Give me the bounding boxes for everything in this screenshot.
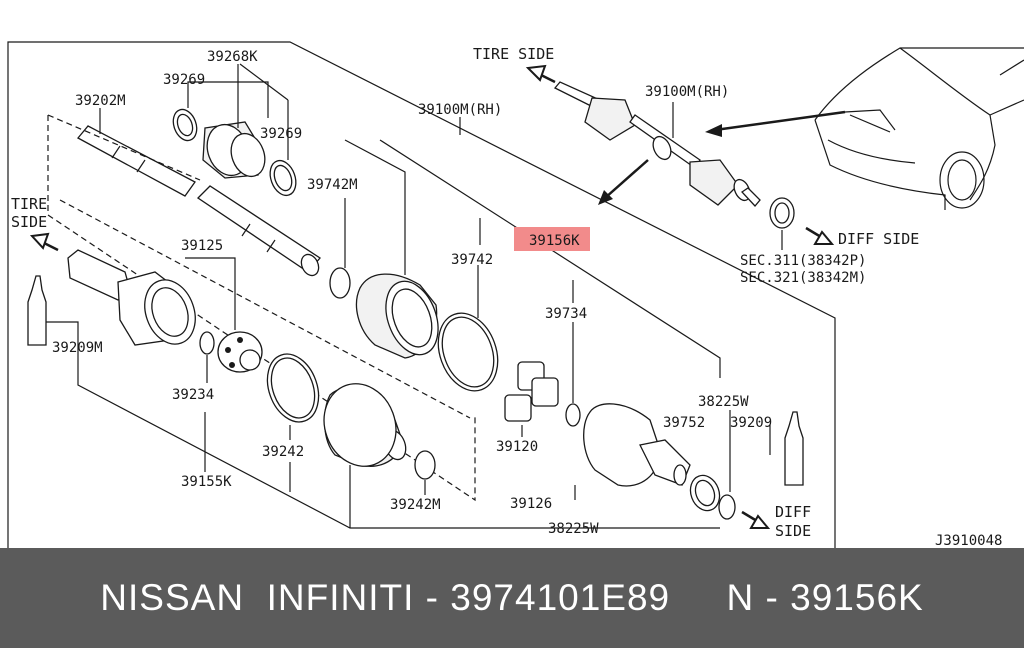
label-39126: 39126 <box>510 496 552 512</box>
label-39209: 39209 <box>730 415 772 431</box>
label-39242m: 39242M <box>390 497 441 513</box>
label-39209m: 39209M <box>52 340 103 356</box>
label-39734: 39734 <box>545 306 587 322</box>
tire-side-left-label-1: TIRE <box>11 195 47 213</box>
label-39234: 39234 <box>172 387 214 403</box>
drawing-code: J3910048 <box>935 533 1002 548</box>
shaft-39202m[interactable] <box>76 125 322 278</box>
diff-side-bottom-label-1: DIFF <box>775 503 811 521</box>
snap-ring-39734[interactable] <box>565 403 581 427</box>
boot-kit-39268k[interactable] <box>169 106 300 199</box>
diff-side-right-arrow-icon <box>805 226 835 245</box>
outer-joint-39155k[interactable] <box>67 249 204 351</box>
diff-seal[interactable] <box>769 197 795 229</box>
diff-side-right-label: DIFF SIDE <box>838 230 919 248</box>
label-39269-a: 39269 <box>163 72 205 88</box>
drive-shaft-assembly[interactable] <box>553 81 761 207</box>
label-39269-b: 39269 <box>260 126 302 142</box>
tire-side-top-label: TIRE SIDE <box>473 45 554 63</box>
tripod-39120[interactable] <box>504 361 559 422</box>
boot-lower[interactable] <box>313 374 410 477</box>
down-arrow-icon <box>598 159 649 205</box>
part-number-banner: NISSAN INFINITI - 3974101E89 N - 39156K <box>0 548 1024 648</box>
label-39120: 39120 <box>496 439 538 455</box>
label-38225w-b: 38225W <box>548 521 599 537</box>
clamp-39742m[interactable] <box>329 267 351 299</box>
boot-inner[interactable] <box>355 273 447 362</box>
grease-tube-39209[interactable] <box>784 411 804 486</box>
label-39268k: 39268K <box>207 49 258 65</box>
label-sec311: SEC.311(38342P) <box>740 253 866 269</box>
label-39742: 39742 <box>451 252 493 268</box>
label-39100m-rh-top: 39100M(RH) <box>645 84 729 100</box>
pointer-arrow-icon <box>705 110 846 137</box>
label-39752: 39752 <box>663 415 705 431</box>
clamp-39242m[interactable] <box>414 450 436 480</box>
label-38225w-a: 38225W <box>698 394 749 410</box>
label-39202m: 39202M <box>75 93 126 109</box>
tire-side-top-arrow-icon <box>525 64 556 84</box>
label-39156k: 39156K <box>529 233 580 249</box>
spider-39125[interactable] <box>217 331 263 373</box>
snap-ring-39234[interactable] <box>199 331 215 355</box>
label-39100m-rh: 39100M(RH) <box>418 102 502 118</box>
banner-text: NISSAN INFINITI - 3974101E89 N - 39156K <box>100 577 924 618</box>
diff-side-bottom-arrow-icon <box>741 510 771 529</box>
seal-39752[interactable] <box>686 471 725 514</box>
housing-39126[interactable] <box>583 403 691 487</box>
label-39242: 39242 <box>262 444 304 460</box>
car-illustration-icon <box>814 47 1024 210</box>
label-sec321: SEC.321(38342M) <box>740 270 866 286</box>
label-39155k: 39155K <box>181 474 232 490</box>
highlight-39156k <box>514 227 590 251</box>
label-39125: 39125 <box>181 238 223 254</box>
grease-tube-39209m[interactable] <box>27 275 47 346</box>
tire-side-left-label-2: SIDE <box>11 213 47 231</box>
label-39742m: 39742M <box>307 177 358 193</box>
band-39742[interactable] <box>428 305 508 399</box>
parts-diagram: 39268K 39269 39269 39202M 39100M(RH) 391… <box>7 41 1024 548</box>
diagram-frame <box>7 41 836 548</box>
tire-side-left-arrow-icon <box>29 232 59 252</box>
diff-side-bottom-label-2: SIDE <box>775 522 811 540</box>
snap-ring-38225w[interactable] <box>718 494 736 520</box>
band-39242[interactable] <box>258 347 327 429</box>
